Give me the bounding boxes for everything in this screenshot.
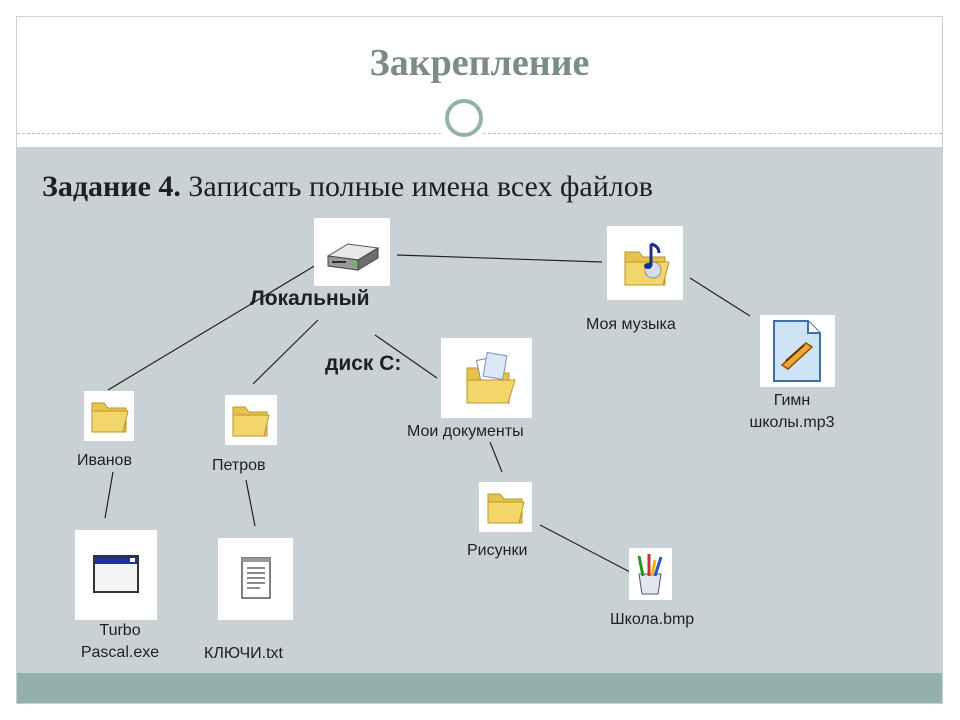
task-heading: Задание 4. Записать полные имена всех фа… — [42, 170, 653, 204]
music-folder-node[interactable] — [607, 226, 683, 300]
task-number: Задание 4. — [42, 170, 181, 203]
drive-label-line1: Локальный — [250, 287, 370, 310]
exe-window-icon — [93, 555, 139, 593]
keys-txt-node[interactable] — [218, 538, 293, 620]
anthem-label-line2: школы.mp3 — [749, 414, 835, 431]
connector-drive-documents — [374, 334, 438, 379]
documents-label: Мои документы — [407, 423, 524, 440]
drive-icon — [326, 243, 380, 271]
turbo-pascal-node[interactable] — [75, 530, 157, 620]
music-label: Моя музыка — [586, 316, 676, 333]
drive-label-line2: диск С: — [325, 352, 402, 375]
documents-folder-icon — [466, 351, 516, 404]
connector-ivanov-turbo — [104, 471, 114, 519]
paint-file-icon — [637, 554, 663, 595]
pictures-label: Рисунки — [467, 542, 528, 559]
petrov-folder-node[interactable] — [225, 395, 277, 445]
school-bmp-node[interactable] — [629, 548, 672, 600]
connector-pictures-school — [539, 524, 631, 573]
documents-folder-node[interactable] — [441, 338, 532, 418]
connector-music-anthem — [689, 277, 751, 317]
connector-drive-ivanov — [107, 264, 317, 391]
mp3-file-icon — [773, 320, 821, 382]
petrov-label: Петров — [212, 457, 266, 474]
connector-petrov-keys — [245, 479, 256, 527]
folder-icon — [487, 493, 525, 524]
slide-title: Закрепление — [369, 42, 590, 84]
turbo-label-line2: Pascal.exe — [80, 644, 160, 661]
text-file-icon — [241, 557, 271, 599]
turbo-label-line1: Turbo — [99, 622, 141, 639]
school-bmp-label: Школа.bmp — [610, 611, 695, 628]
connector-drive-petrov — [252, 319, 319, 385]
folder-icon — [91, 402, 129, 433]
folder-icon — [232, 406, 270, 437]
connector-drive-music — [396, 254, 603, 263]
task-text: Записать полные имена всех файлов — [180, 170, 653, 203]
pictures-folder-node[interactable] — [479, 482, 532, 532]
anthem-file-node[interactable] — [760, 315, 835, 387]
anthem-label: Гимн школы.mp3 — [742, 390, 842, 434]
keys-label: КЛЮЧИ.txt — [204, 645, 283, 662]
anthem-label-line1: Гимн — [773, 392, 811, 409]
footer-bar — [17, 673, 942, 703]
turbo-label: Turbo Pascal.exe — [72, 620, 168, 664]
ivanov-label: Иванов — [77, 452, 132, 469]
music-folder-icon — [624, 242, 670, 286]
ring-ornament — [437, 91, 489, 143]
ivanov-folder-node[interactable] — [84, 391, 134, 441]
connector-documents-pictures — [489, 441, 503, 473]
drive-node[interactable] — [314, 218, 390, 286]
